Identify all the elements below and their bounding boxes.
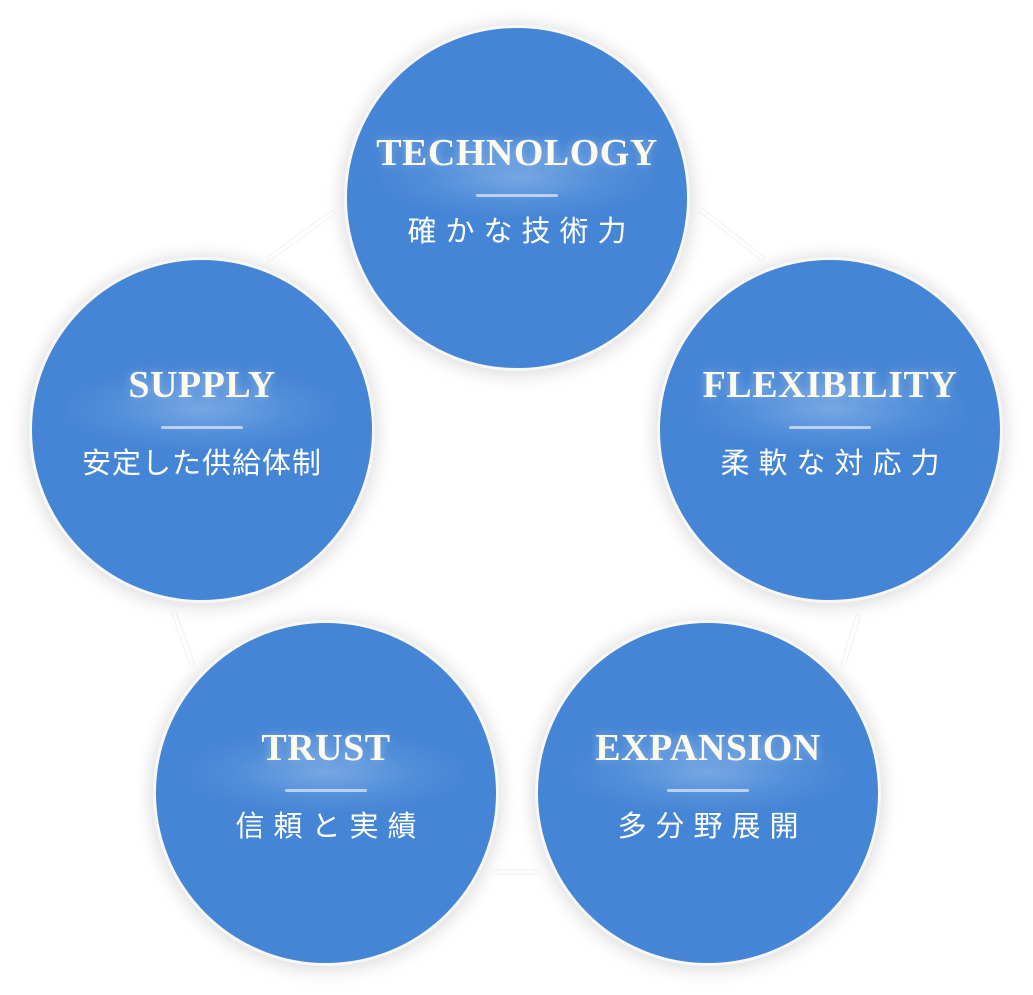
connector-supply-technology xyxy=(268,211,334,260)
divider xyxy=(161,426,243,429)
node-title: FLEXIBILITY xyxy=(702,364,958,406)
node-technology: TECHNOLOGY 確かな技術力 xyxy=(344,25,690,371)
divider xyxy=(789,426,871,429)
divider xyxy=(285,789,367,792)
divider xyxy=(476,194,558,197)
node-supply: SUPPLY 安定した供給体制 xyxy=(29,257,375,603)
node-title: TRUST xyxy=(261,727,391,769)
connector-technology-flexibility xyxy=(699,208,764,260)
node-subtitle: 信頼と実績 xyxy=(235,809,426,843)
node-flexibility: FLEXIBILITY 柔軟な対応力 xyxy=(657,257,1003,603)
connector-trust-supply xyxy=(172,611,194,665)
node-subtitle: 多分野展開 xyxy=(617,809,808,843)
node-expansion: EXPANSION 多分野展開 xyxy=(535,620,881,966)
node-title: EXPANSION xyxy=(595,727,821,769)
connector-flexibility-expansion xyxy=(841,615,860,667)
node-subtitle: 確かな技術力 xyxy=(407,214,636,248)
node-title: TECHNOLOGY xyxy=(376,132,658,174)
node-trust: TRUST 信頼と実績 xyxy=(153,620,499,966)
node-subtitle: 柔軟な対応力 xyxy=(720,446,949,480)
node-title: SUPPLY xyxy=(128,364,276,406)
divider xyxy=(667,789,749,792)
node-subtitle: 安定した供給体制 xyxy=(81,446,322,480)
